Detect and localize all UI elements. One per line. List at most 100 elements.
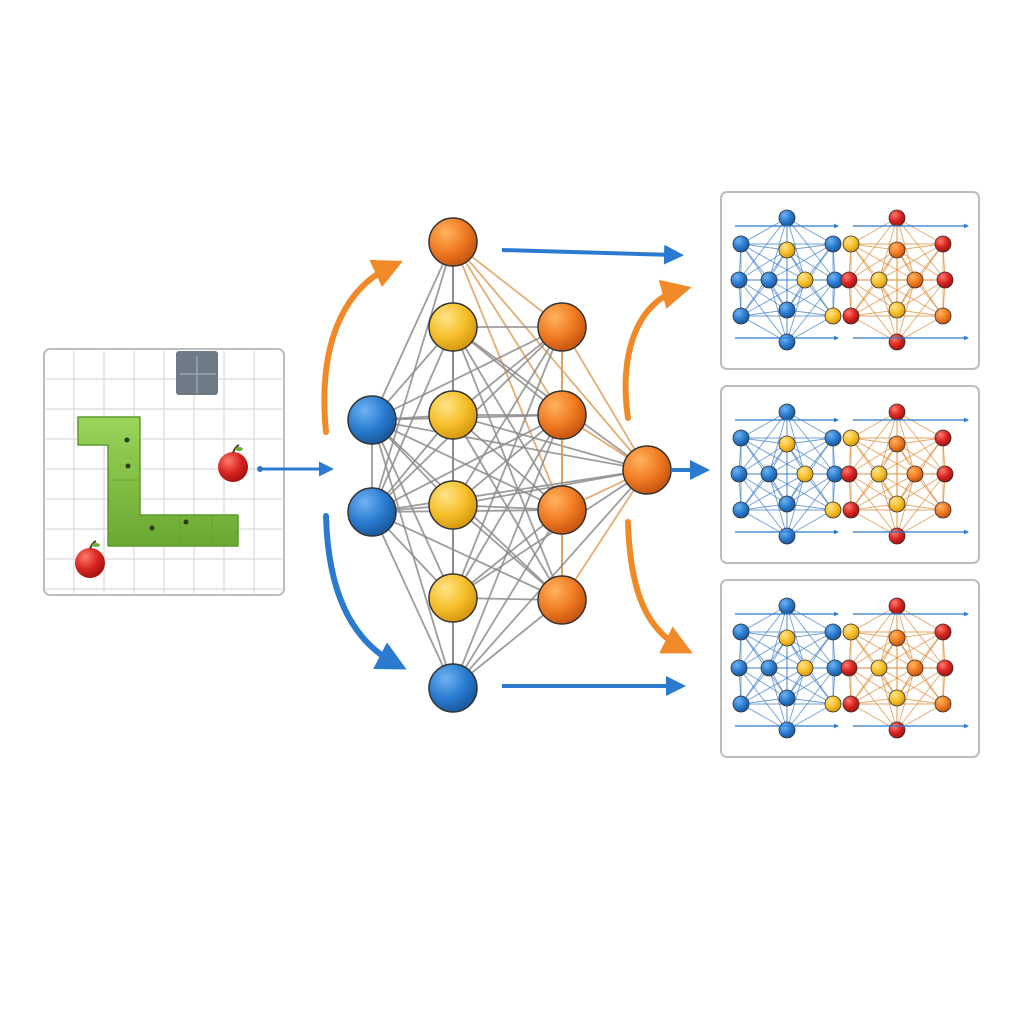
- thumbnail-node: [870, 465, 888, 483]
- thumbnail-edge: [848, 443, 898, 475]
- thumbnail-edge: [850, 217, 898, 245]
- thumbnail-node: [842, 429, 860, 447]
- thumbnail-edge: [850, 667, 916, 705]
- thumbnail-node: [778, 597, 796, 615]
- thumbnail-edge: [768, 279, 834, 317]
- thumbnail-edge: [740, 437, 806, 475]
- thumbnail-node: [888, 721, 906, 739]
- thumbnail-edge: [786, 411, 834, 439]
- thumbnail-edge: [768, 667, 834, 705]
- thumbnail-edge: [896, 605, 946, 669]
- thumbnail-node: [906, 271, 924, 289]
- network-edge: [561, 326, 648, 471]
- thumbnail-graph: [730, 209, 969, 351]
- thumbnail-node: [888, 495, 906, 513]
- thumbnail-edge: [850, 279, 916, 317]
- thumbnail-edge: [848, 667, 898, 731]
- network-edges: [371, 241, 648, 689]
- thumbnail-edge: [738, 411, 788, 475]
- thumbnail-edge: [878, 473, 944, 511]
- thumbnail-node: [732, 623, 750, 641]
- thumbnail-node: [730, 659, 748, 677]
- thumbnail-edge: [896, 473, 946, 505]
- network-node: [537, 485, 587, 535]
- thumbnail-node: [778, 209, 796, 227]
- thumbnail-edge: [848, 473, 898, 505]
- curved-arrow-down-right: [625, 519, 693, 654]
- network-node: [428, 663, 478, 713]
- curved-arrow-up-left: [321, 259, 403, 435]
- thumbnail-edge: [786, 217, 834, 245]
- thumbnail-node: [936, 271, 954, 289]
- thumbnail-node: [824, 307, 842, 325]
- thumbnail-edge: [768, 243, 834, 281]
- thumbnail-node: [906, 465, 924, 483]
- thumbnail-node: [888, 241, 906, 259]
- thumbnail-edge: [848, 411, 898, 475]
- thumbnail-node: [888, 527, 906, 545]
- network-node: [347, 487, 397, 537]
- thumbnail-edge: [896, 473, 946, 537]
- thumbnail-edge: [786, 667, 836, 699]
- thumbnail-edge: [738, 473, 788, 505]
- thumbnail-node: [842, 623, 860, 641]
- snake-game-board: [43, 348, 285, 596]
- output-panels: [720, 191, 980, 758]
- thumbnail-node: [888, 597, 906, 615]
- thumbnail-edge: [850, 631, 916, 669]
- network-edge: [452, 469, 648, 599]
- thumbnail-edge: [786, 667, 836, 731]
- thumbnail-edge: [896, 217, 946, 281]
- thumbnail-node: [936, 659, 954, 677]
- thumbnail-edge: [786, 605, 836, 669]
- network-edge: [452, 326, 563, 511]
- thumbnail-edge: [848, 279, 898, 311]
- network-edge: [371, 511, 454, 689]
- thumbnail-node: [778, 689, 796, 707]
- thumbnail-node: [870, 659, 888, 677]
- network-thumbnail: [720, 579, 980, 758]
- thumbnail-edge: [878, 243, 944, 281]
- thumbnail-edge: [896, 249, 946, 281]
- network-edge: [452, 414, 563, 599]
- thumbnail-edge: [738, 473, 788, 537]
- thumbnail-edge: [786, 473, 836, 537]
- thumbnail-edge: [786, 473, 836, 505]
- thumbnail-node: [796, 659, 814, 677]
- thumbnail-edge: [740, 631, 806, 669]
- thumbnail-node: [934, 307, 952, 325]
- thumbnail-node: [824, 695, 842, 713]
- thumbnail-edge: [878, 631, 944, 669]
- thumbnail-node: [824, 623, 842, 641]
- thumbnail-node: [934, 623, 952, 641]
- thumbnail-edge: [848, 473, 898, 537]
- network-node: [537, 575, 587, 625]
- network-node: [537, 302, 587, 352]
- network-node: [347, 395, 397, 445]
- network-edge: [452, 469, 648, 506]
- network-edge: [452, 241, 563, 511]
- input-arrow: [257, 461, 334, 477]
- thumbnail-edge: [740, 411, 788, 439]
- thumbnail-edge: [786, 637, 836, 669]
- network-node: [428, 217, 478, 267]
- thumbnail-node: [934, 235, 952, 253]
- thumbnail-edge: [848, 249, 898, 281]
- thumbnail-edge: [850, 243, 916, 281]
- snake-icon: [77, 416, 239, 547]
- network-edge: [371, 469, 648, 513]
- curved-arrow-down-left: [323, 513, 407, 670]
- thumbnail-edge: [896, 443, 946, 475]
- thumbnail-node: [888, 209, 906, 227]
- thumbnail-node: [934, 695, 952, 713]
- thumbnail-node: [888, 333, 906, 351]
- network-edge: [452, 414, 648, 471]
- thumbnail-edge: [896, 637, 946, 669]
- thumbnail-node: [842, 235, 860, 253]
- thumbnail-node: [732, 429, 750, 447]
- thumbnail-edge: [848, 637, 898, 669]
- thumbnail-edge: [850, 473, 916, 511]
- apple-icon: [218, 444, 248, 482]
- thumbnail-node: [934, 501, 952, 519]
